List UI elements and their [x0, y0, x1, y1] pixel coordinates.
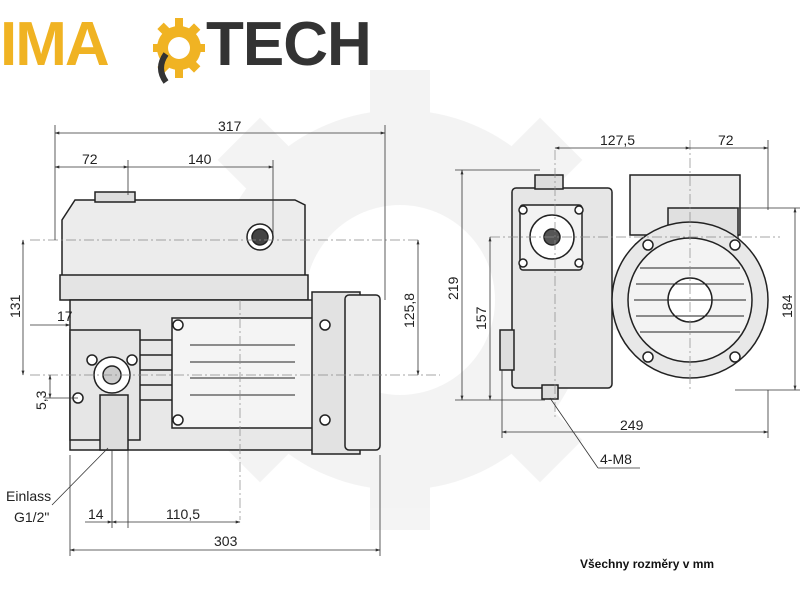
centerlines-left [30, 239, 440, 520]
end-view [499, 174, 769, 400]
dim-72-left: 72 [82, 151, 98, 167]
dim-157: 157 [473, 306, 489, 330]
dimension-labels: 317 72 140 131 17 5,3 125,8 14 110,5 303… [6, 118, 795, 549]
dim-219: 219 [445, 276, 461, 300]
inlet-size: G1/2" [14, 509, 49, 525]
inlet-label: Einlass [6, 488, 51, 504]
logo-text-ima: IMA [0, 10, 110, 79]
gear-icon [153, 18, 205, 84]
dimension-lines-left [21, 125, 420, 556]
dim-125-8: 125,8 [401, 293, 417, 328]
dim-317: 317 [218, 118, 242, 134]
units-note: Všechny rozměry v mm [580, 557, 715, 571]
dim-249: 249 [620, 417, 644, 433]
dim-14: 14 [88, 506, 104, 522]
dim-4-m8: 4-M8 [600, 451, 632, 467]
dim-131: 131 [7, 294, 23, 318]
centerlines-right [490, 140, 780, 420]
imatech-logo: IMA TECH [0, 8, 400, 88]
dim-110-5: 110,5 [166, 506, 200, 522]
logo-text-tech: TECH [206, 10, 372, 79]
dimension-lines-right [455, 140, 800, 469]
dim-303: 303 [214, 533, 238, 549]
dim-72-right: 72 [718, 132, 734, 148]
dim-140: 140 [188, 151, 212, 167]
dim-127-5: 127,5 [600, 132, 635, 148]
dim-5-3: 5,3 [33, 390, 49, 410]
dim-184: 184 [779, 294, 795, 318]
dim-17: 17 [57, 308, 73, 324]
